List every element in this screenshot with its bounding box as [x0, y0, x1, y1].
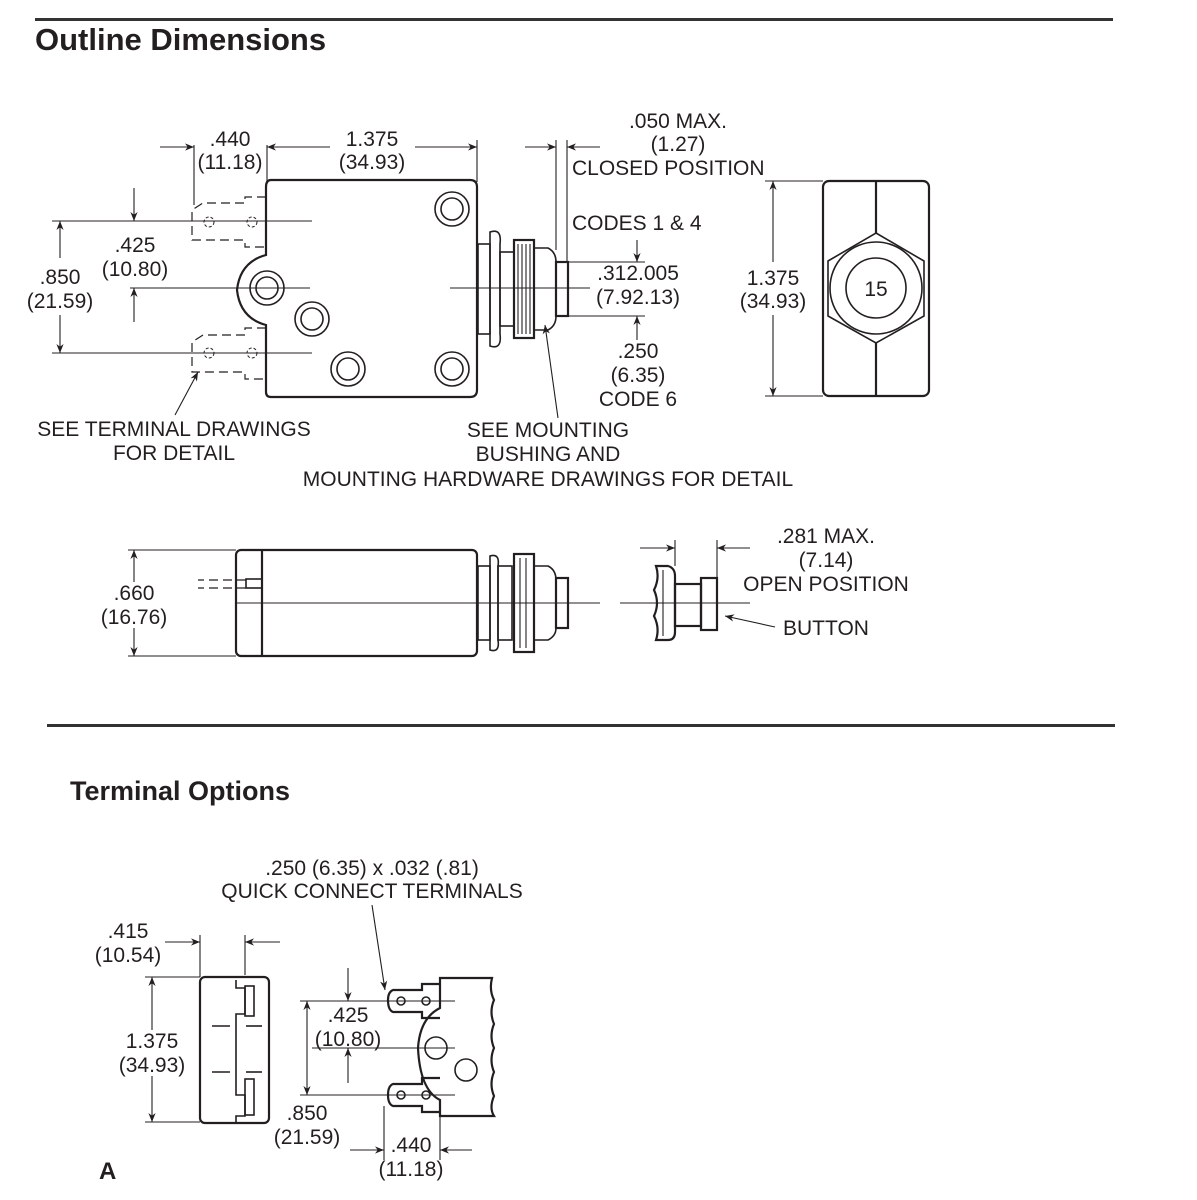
- dim-pitch-a-in: .850: [287, 1102, 328, 1125]
- mounting-callout-line2: BUSHING AND: [476, 443, 621, 466]
- dim-open-protrusion-in: .281 MAX.: [777, 525, 875, 548]
- top-rule: [35, 18, 1113, 21]
- terminal-option-a: .250 (6.35) x .032 (.81) QUICK CONNECT T…: [95, 857, 523, 1181]
- breaker-body-outline: [235, 178, 479, 399]
- dim-code6-in: .250: [618, 340, 659, 363]
- terminal-spec-line2: QUICK CONNECT TERMINALS: [221, 880, 522, 903]
- closed-position-note: CLOSED POSITION: [572, 157, 765, 180]
- screw-hole: [330, 351, 366, 387]
- dim-terminal-offset-in: .440: [210, 128, 251, 151]
- code-6-note: CODE 6: [599, 388, 677, 411]
- terminal-callout-line2: FOR DETAIL: [113, 442, 235, 465]
- hidden-terminal-upper: [191, 196, 266, 248]
- dim-closed-protrusion-mm: (1.27): [651, 133, 706, 156]
- terminal-options-title: Terminal Options: [70, 776, 291, 806]
- dim-end-height-in: 1.375: [747, 267, 800, 290]
- dim-open-protrusion-mm: (7.14): [799, 549, 854, 572]
- dim-body-height-in: 1.375: [126, 1030, 179, 1053]
- dim-body-length-in: 1.375: [346, 128, 399, 151]
- codes-1-4-note: CODES 1 & 4: [572, 212, 702, 235]
- open-position-note: OPEN POSITION: [743, 573, 909, 596]
- dim-terminal-length-in: .440: [391, 1134, 432, 1157]
- dim-button-dia-mm: (7.92.13): [596, 286, 680, 309]
- top-view: .440 (11.18) 1.375 (34.93) .425 (10.80) …: [27, 110, 793, 491]
- dim-pitch-half-a-in: .425: [328, 1004, 369, 1027]
- dim-closed-protrusion-in: .050 MAX.: [629, 110, 727, 133]
- dim-pitch-half-in: .425: [115, 234, 156, 257]
- end-view: 15 1.375 (34.93): [740, 179, 931, 398]
- dim-terminal-length-mm: (11.18): [379, 1158, 444, 1181]
- dim-pitch-half-mm: (10.80): [102, 258, 169, 281]
- dim-thickness-in: .660: [114, 582, 155, 605]
- rating-marking: 15: [864, 278, 887, 301]
- screw-hole: [434, 191, 470, 227]
- terminal-option-label: A: [99, 1158, 117, 1185]
- side-view: .660 (16.76): [101, 548, 600, 658]
- terminal-callout-line1: SEE TERMINAL DRAWINGS: [37, 418, 310, 441]
- mounting-callout-line1: SEE MOUNTING: [467, 419, 629, 442]
- dim-terminal-width-mm: (10.54): [95, 944, 162, 967]
- dim-body-height-mm: (34.93): [119, 1054, 186, 1077]
- dim-pitch-a-mm: (21.59): [274, 1126, 341, 1149]
- outline-dimensions-title: Outline Dimensions: [35, 22, 327, 57]
- dim-pitch-in: .850: [40, 266, 81, 289]
- screw-hole: [294, 301, 330, 337]
- middle-rule: [47, 724, 1115, 727]
- dim-terminal-offset-mm: (11.18): [198, 151, 263, 174]
- dim-pitch-half-a-mm: (10.80): [315, 1028, 382, 1051]
- button-detail: .281 MAX. (7.14) OPEN POSITION BUTTON: [620, 525, 909, 642]
- screw-hole: [434, 351, 470, 387]
- dim-button-dia-in: .312.005: [597, 262, 679, 285]
- mounting-bushing: [477, 230, 570, 348]
- dim-body-length-mm: (34.93): [339, 151, 406, 174]
- dim-pitch-mm: (21.59): [27, 290, 94, 313]
- button-label: BUTTON: [783, 617, 869, 640]
- dim-code6-mm: (6.35): [611, 364, 666, 387]
- dim-end-height-mm: (34.93): [740, 290, 807, 313]
- dim-terminal-width-in: .415: [108, 920, 149, 943]
- mounting-callout-line3: MOUNTING HARDWARE DRAWINGS FOR DETAIL: [303, 468, 793, 491]
- terminal-spec-line1: .250 (6.35) x .032 (.81): [265, 857, 479, 880]
- dim-thickness-mm: (16.76): [101, 606, 168, 629]
